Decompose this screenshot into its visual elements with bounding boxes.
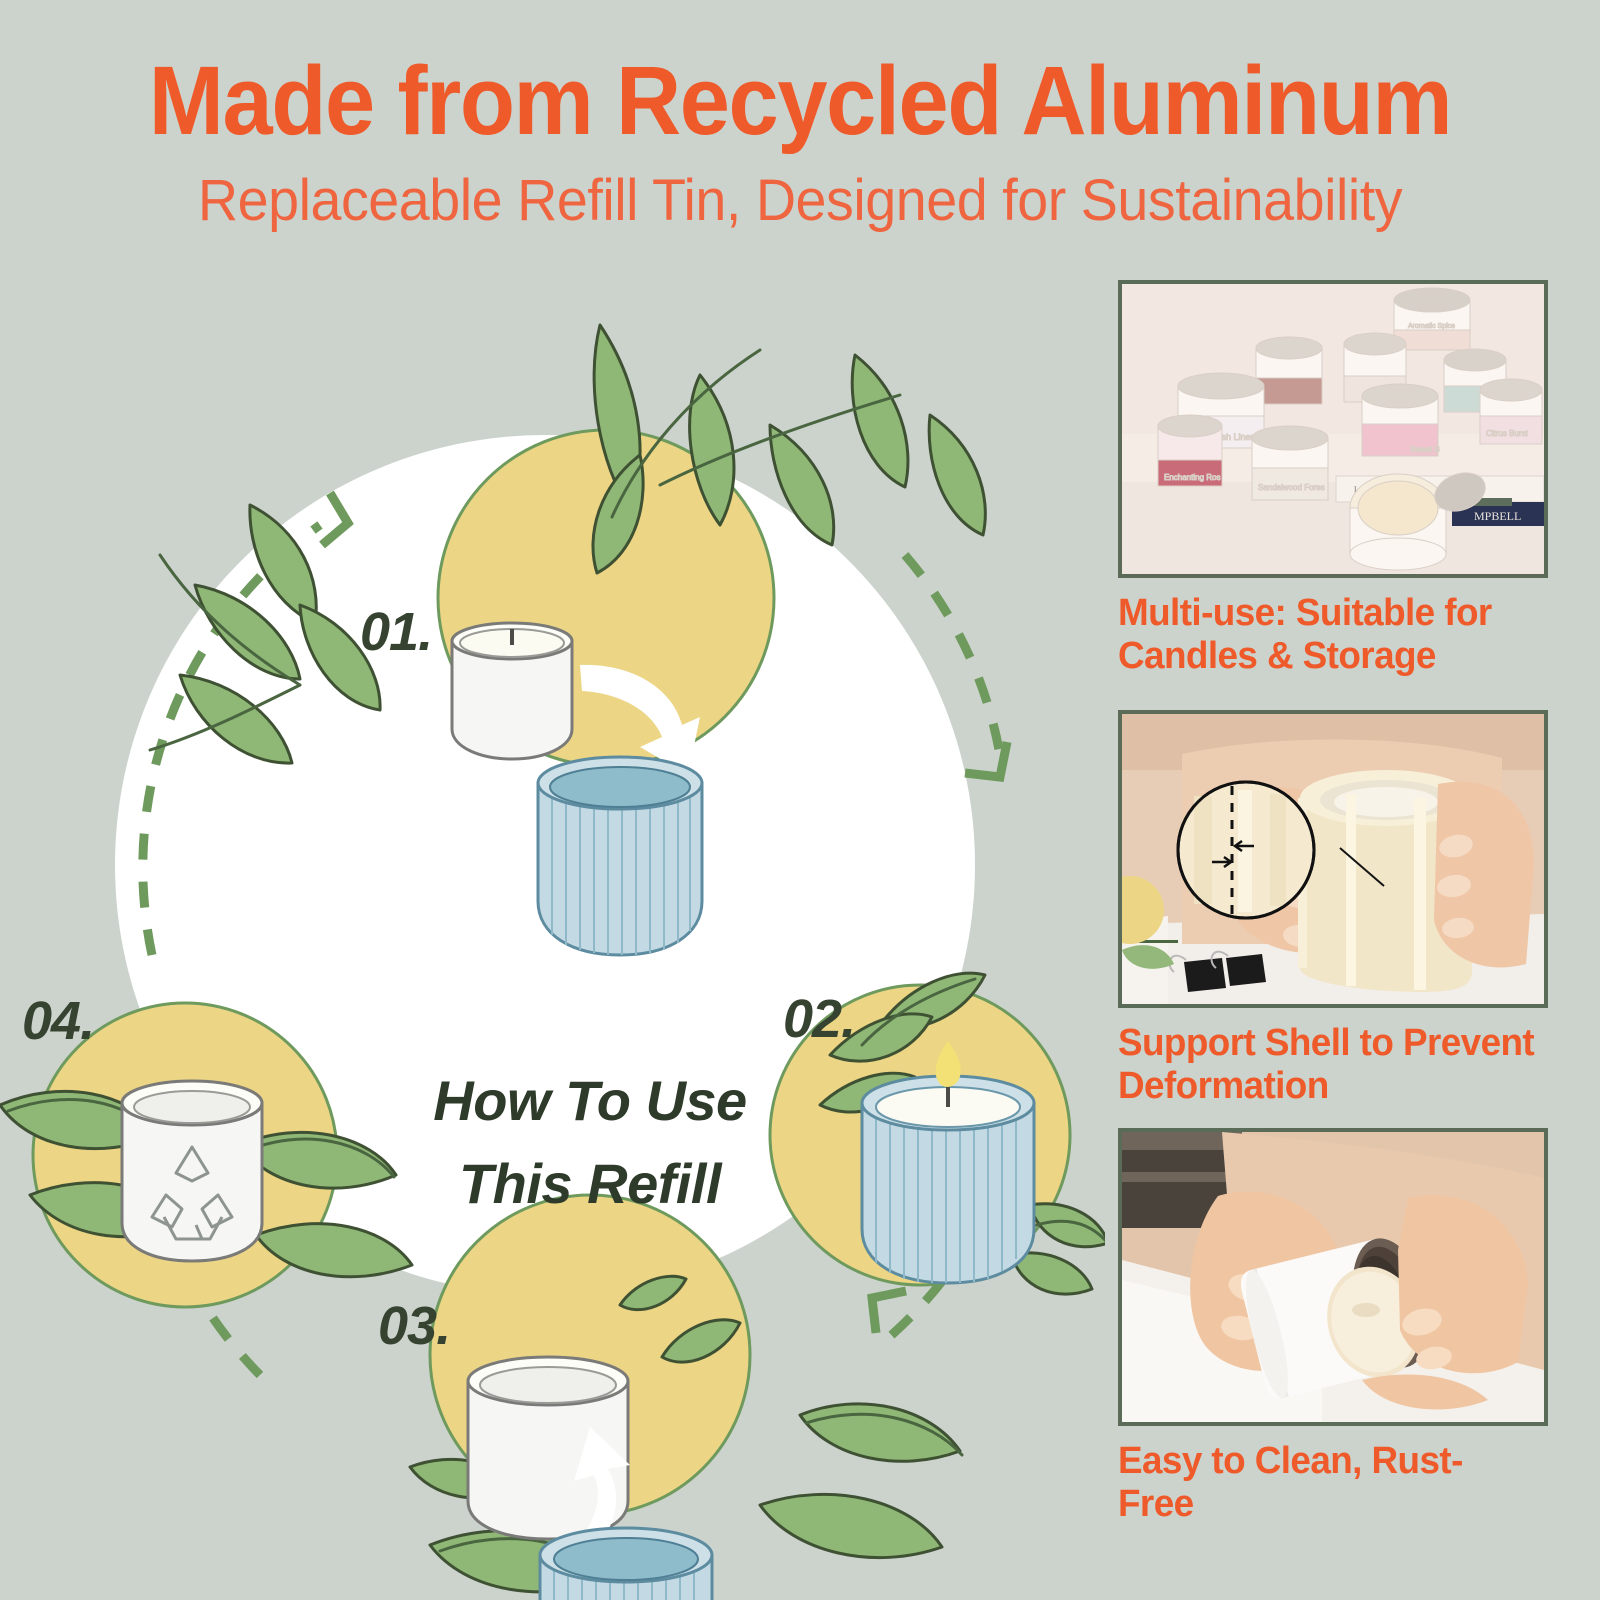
feature-panel-multi-use: MPBELL Le Design Classics Aromatic Spice (1118, 280, 1548, 679)
panel-caption-multi-use: Multi-use: Suitable for Candles & Storag… (1118, 592, 1492, 678)
recycle-icon (150, 1145, 234, 1241)
diagram-canvas (0, 323, 1105, 1600)
step-04-illustration (0, 1001, 414, 1309)
ribbed-vessel-01 (536, 755, 704, 957)
page-title: Made from Recycled Aluminum (148, 46, 1453, 155)
step-number-01: 01. (360, 602, 433, 662)
recycle-tin-04 (120, 1079, 264, 1263)
svg-text:Sandalwood Fores: Sandalwood Fores (1258, 483, 1325, 492)
center-title: How To Use This Refill (330, 1060, 850, 1226)
remove-arrow-03 (574, 1427, 630, 1547)
insert-arrow-01 (580, 664, 700, 775)
center-title-line2: This Refill (458, 1151, 722, 1215)
step-number-02: 02. (783, 989, 856, 1049)
page-subtitle: Replaceable Refill Tin, Designed for Sus… (197, 168, 1403, 233)
step-number-04: 04. (22, 991, 95, 1051)
support-shell-photo (1118, 710, 1548, 1008)
header: Made from Recycled Aluminum Replaceable … (0, 0, 1600, 260)
how-to-use-diagram: 01. 02. 03. 04. How To Use This Refill (0, 255, 1105, 1600)
lit-candle-02 (860, 1041, 1036, 1285)
step-02-illustration (768, 971, 1105, 1296)
empty-tin-03 (466, 1355, 630, 1541)
svg-text:Aromatic Spice: Aromatic Spice (1408, 323, 1455, 330)
center-title-line1: How To Use (433, 1069, 747, 1132)
feature-panel-support-shell: Support Shell to Prevent Deformation (1118, 710, 1548, 1109)
svg-text:Fresh Linen: Fresh Linen (1208, 432, 1256, 442)
svg-text:MPBELL: MPBELL (1474, 509, 1521, 523)
svg-text:Sweet B: Sweet B (1410, 445, 1440, 454)
clean-tin-photo (1118, 1128, 1548, 1426)
step-number-03: 03. (378, 1296, 451, 1356)
panel-caption-support-shell: Support Shell to Prevent Deformation (1118, 1022, 1535, 1108)
candle-tin-collection-photo: MPBELL Le Design Classics Aromatic Spice (1118, 280, 1548, 578)
svg-text:Citrus Burst: Citrus Burst (1486, 429, 1529, 438)
svg-text:Enchanting Ros: Enchanting Ros (1164, 473, 1220, 482)
step-01-illustration (148, 323, 987, 957)
step-03-illustration (408, 1193, 964, 1600)
refill-tin-01 (450, 621, 574, 761)
feature-panel-easy-clean: Easy to Clean, Rust-Free (1118, 1128, 1548, 1527)
panel-caption-easy-clean: Easy to Clean, Rust-Free (1118, 1440, 1463, 1526)
ribbed-vessel-03 (538, 1526, 714, 1600)
